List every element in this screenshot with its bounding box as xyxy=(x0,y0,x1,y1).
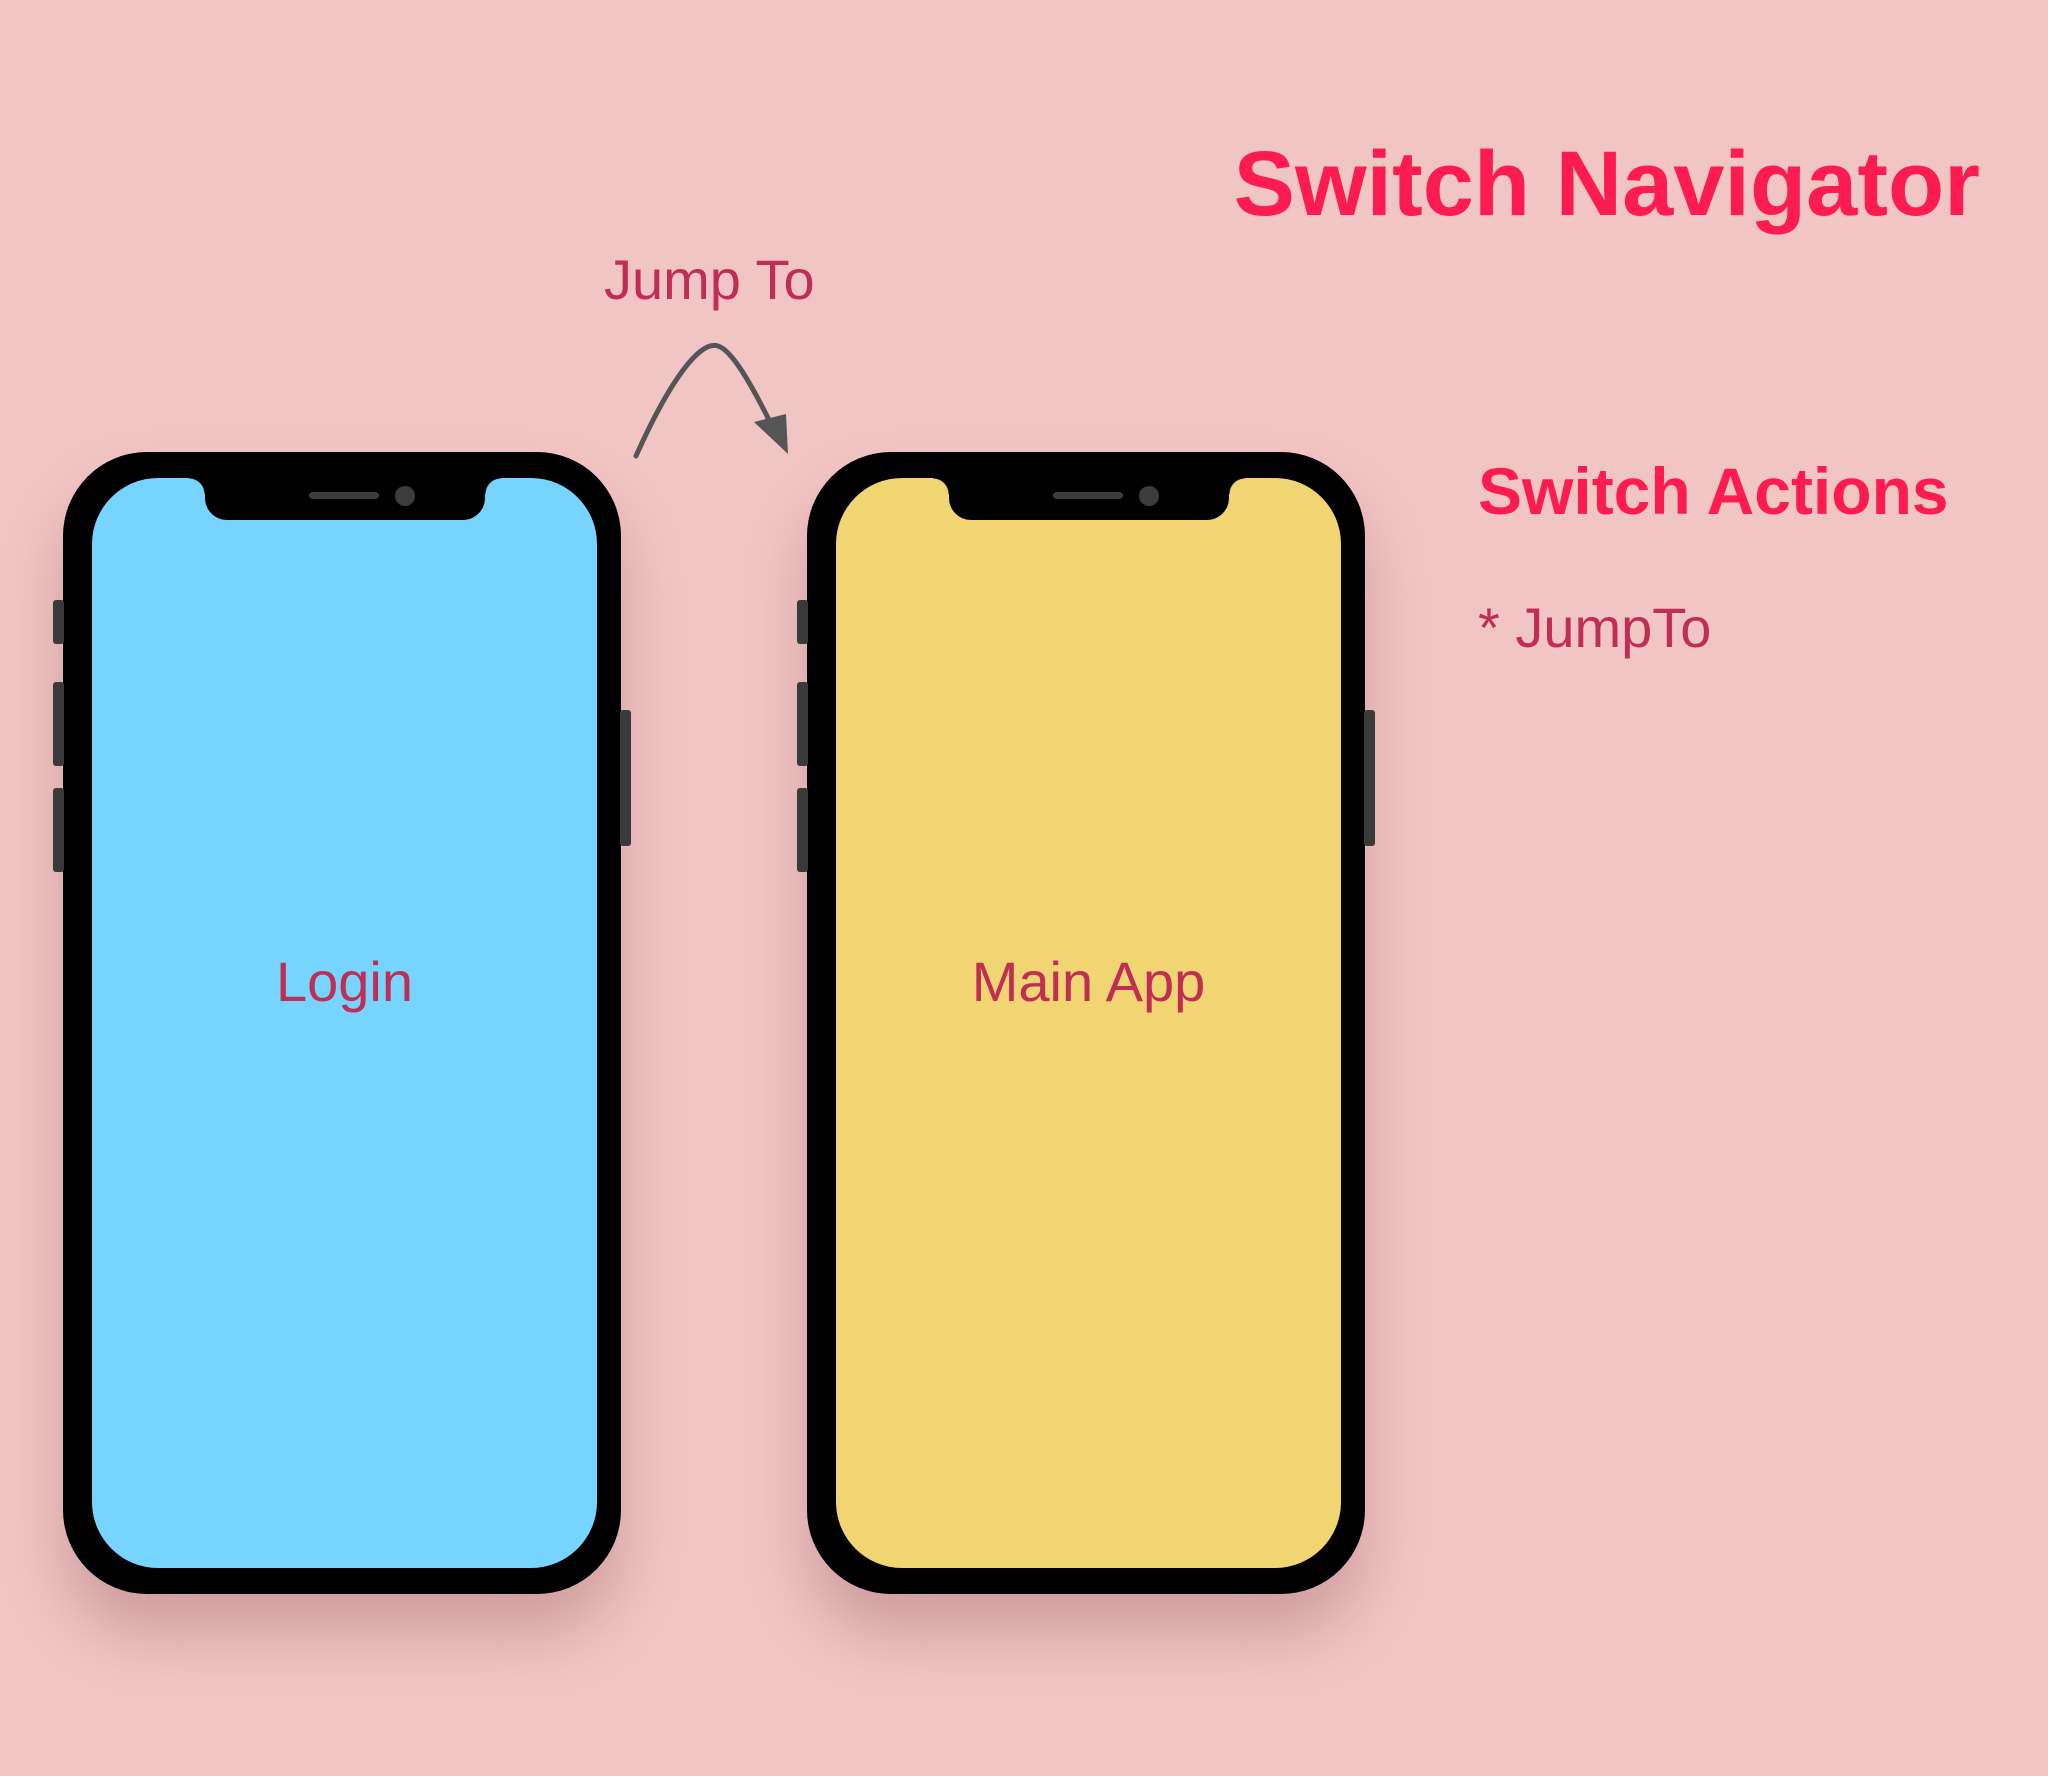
phone-volume-down xyxy=(53,788,64,872)
screen-login: Login xyxy=(92,478,597,1568)
phone-volume-up xyxy=(797,682,808,766)
screen-label-main-app: Main App xyxy=(971,950,1206,1013)
phone-mute-switch xyxy=(797,600,808,644)
phone-volume-up xyxy=(53,682,64,766)
phone-notch xyxy=(932,478,1245,520)
phone-mute-switch xyxy=(53,600,64,644)
phone-login: Login xyxy=(53,452,631,1594)
action-item-jumpto: * JumpTo xyxy=(1478,596,1712,659)
phone-main-app: Main App xyxy=(797,452,1375,1594)
screen-main-app: Main App xyxy=(836,478,1341,1568)
phone-volume-down xyxy=(797,788,808,872)
phone-notch xyxy=(188,478,501,520)
curved-arrow-icon xyxy=(633,342,788,459)
phone-power-button xyxy=(1364,710,1375,846)
phone-power-button xyxy=(620,710,631,846)
camera-icon xyxy=(394,486,415,506)
transition-label: Jump To xyxy=(604,248,815,311)
speaker-icon xyxy=(308,492,379,499)
camera-icon xyxy=(1138,486,1159,506)
actions-heading: Switch Actions xyxy=(1478,454,1949,528)
screen-label-login: Login xyxy=(275,950,414,1013)
diagram-title: Switch Navigator xyxy=(1233,133,1980,235)
speaker-icon xyxy=(1052,492,1123,499)
